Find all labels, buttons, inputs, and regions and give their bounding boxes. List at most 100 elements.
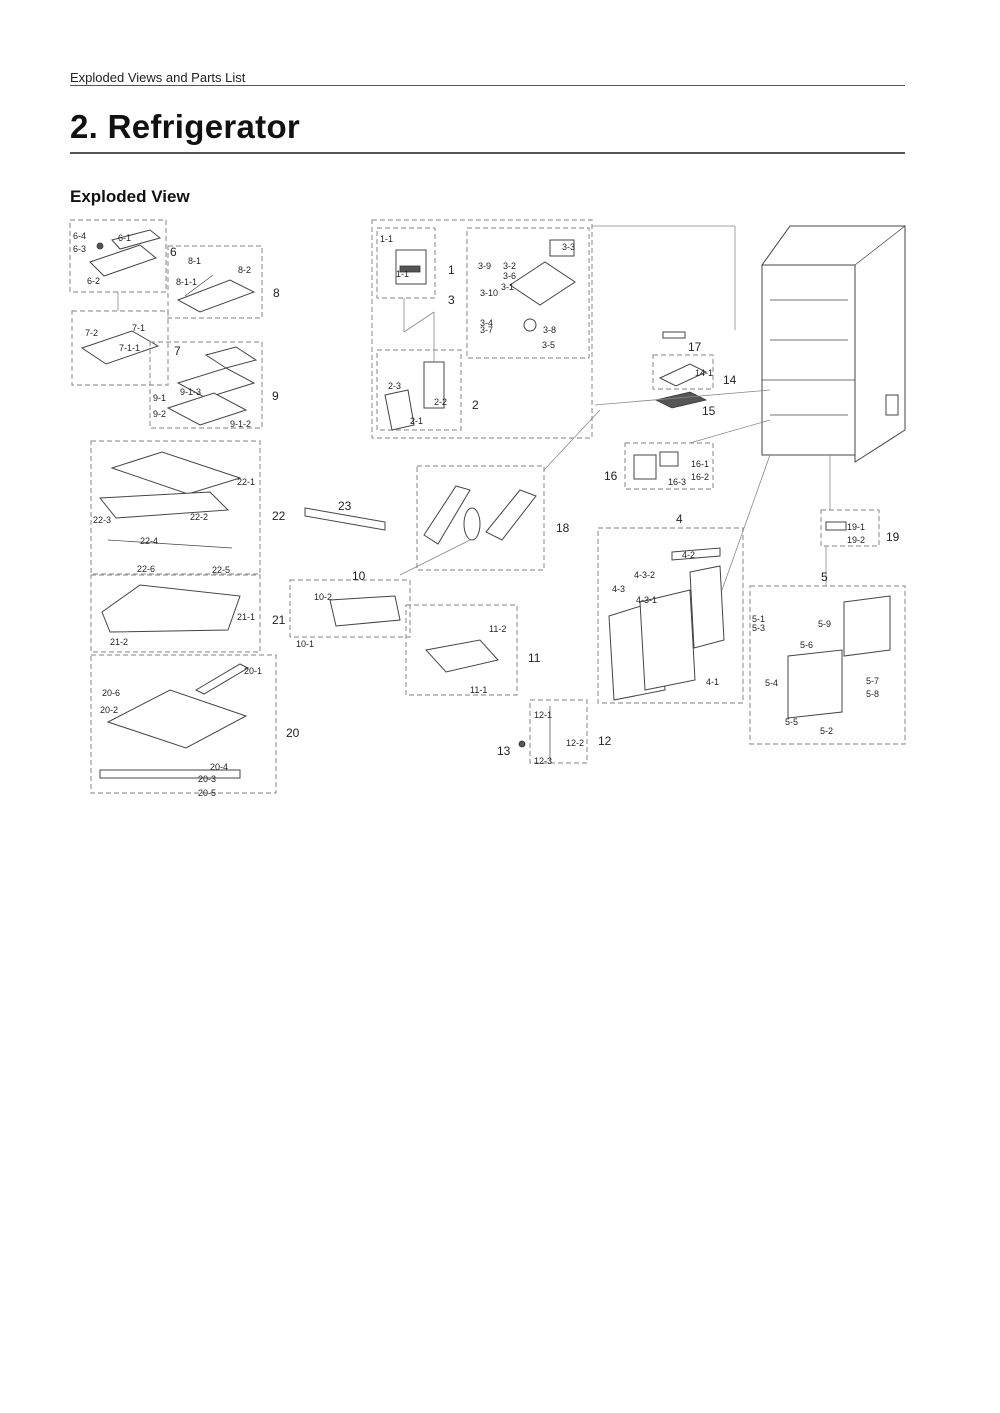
part-6-1-top: [111, 229, 162, 250]
part-9-2: [166, 392, 248, 426]
callout-label: 4-3-1: [636, 595, 658, 605]
callout-label: 11-2: [489, 624, 507, 634]
group-box-20: [90, 654, 277, 794]
callout-label: 14: [723, 373, 737, 387]
header-rule: [70, 85, 905, 86]
callout-label: 17: [688, 340, 702, 354]
callout-label: 6-2: [87, 276, 101, 286]
callout-label: 18: [556, 521, 570, 535]
part-18-b: [463, 507, 481, 541]
callout-label: 10: [352, 569, 366, 583]
part-22-1: [110, 451, 242, 495]
callout-label: 7: [174, 344, 181, 358]
group-box-8: [167, 245, 263, 319]
part-20-1: [194, 663, 250, 695]
part-22-6: [107, 539, 233, 549]
group-box-21: [90, 574, 261, 653]
callout-label: 3-9: [478, 261, 492, 271]
callout-label: 22-5: [212, 565, 231, 575]
callout-label: 5-6: [800, 640, 814, 650]
group-box-3: [466, 227, 590, 359]
callout-label: 20-6: [102, 688, 121, 698]
callout-label: 22-1: [237, 477, 256, 487]
connector-15: [594, 389, 771, 406]
part-23: [304, 507, 386, 531]
part-15: [654, 391, 708, 409]
callout-label: 19: [886, 530, 900, 544]
part-5-9: [843, 595, 891, 657]
part-9-top: [204, 346, 258, 369]
part-18-c: [485, 489, 537, 541]
callout-label: 3-3: [562, 242, 576, 252]
part-4-3: [639, 589, 696, 691]
part-16: [633, 454, 657, 480]
group-box-2: [376, 349, 462, 431]
callout-label: 4-3-2: [634, 570, 656, 580]
callout-label: 5-5: [785, 717, 799, 727]
callout-label: 5-4: [765, 678, 779, 688]
group-box-10: [289, 579, 411, 638]
part-6-1: [89, 244, 158, 277]
part-3-1: [509, 261, 576, 306]
callout-label: 19-2: [847, 535, 866, 545]
callout-label: 1-1: [380, 234, 394, 244]
callout-label: 9-1: [153, 393, 167, 403]
callout-label: 5-9: [818, 619, 832, 629]
callout-label: 3-10: [480, 288, 499, 298]
group-box-11: [405, 604, 518, 696]
group-box-9: [149, 341, 263, 429]
callout-label: 12: [598, 734, 612, 748]
callout-label: 22-2: [190, 512, 209, 522]
connector-4: [721, 454, 771, 591]
callout-label: 5-2: [820, 726, 834, 736]
part-17: [662, 331, 686, 339]
group-box-dispenser: [371, 219, 593, 439]
part-4-2: [671, 547, 721, 561]
callout-label: 3-6: [503, 271, 517, 281]
callout-label: 7-1-1: [119, 343, 141, 353]
callout-label: 5-7: [866, 676, 880, 686]
callout-label: 5: [821, 570, 828, 584]
callout-label: 3-1: [501, 282, 515, 292]
callout-label: 5-1: [752, 614, 766, 624]
group-box-14: [652, 354, 714, 390]
callout-label: 20-5: [198, 788, 217, 798]
group-box-22: [90, 440, 261, 575]
callout-label: 1-1: [396, 269, 410, 279]
callout-label: 6-4: [73, 231, 87, 241]
callout-label: 4-3: [612, 584, 626, 594]
callout-label: 4-1: [706, 677, 720, 687]
part-7: [80, 330, 160, 365]
part-5-4: [787, 649, 843, 719]
callout-label: 16: [604, 469, 618, 483]
part-11: [425, 639, 499, 673]
group-box-12: [529, 699, 588, 764]
part-4-3-2: [689, 565, 725, 649]
callout-label: 20-2: [100, 705, 119, 715]
callout-label: 5-3: [752, 623, 766, 633]
part-9-1: [176, 367, 256, 399]
connector-16: [689, 419, 771, 444]
callout-label: 20-3: [198, 774, 217, 784]
callout-label: 8-2: [238, 265, 252, 275]
callout-label: 12-2: [566, 738, 585, 748]
callout-label: 8: [273, 286, 280, 300]
part-8-1-1: [184, 274, 214, 297]
callout-label: 8-1-1: [176, 277, 198, 287]
part-6-3: [96, 242, 104, 250]
callout-label: 22-4: [140, 536, 159, 546]
callout-label: 20-4: [210, 762, 229, 772]
callout-label: 3-4: [480, 318, 494, 328]
callout-label: 3: [448, 293, 455, 307]
group-box-7: [71, 310, 169, 386]
callout-label: 4-2: [682, 550, 696, 560]
callout-label: 1: [448, 263, 455, 277]
part-19: [825, 521, 847, 531]
callout-label: 16-1: [691, 459, 710, 469]
connector-10-11: [399, 539, 471, 576]
part-1-1: [399, 265, 421, 273]
callout-label: 22-3: [93, 515, 112, 525]
callout-label: 7-2: [85, 328, 99, 338]
callout-label: 2-2: [434, 397, 448, 407]
